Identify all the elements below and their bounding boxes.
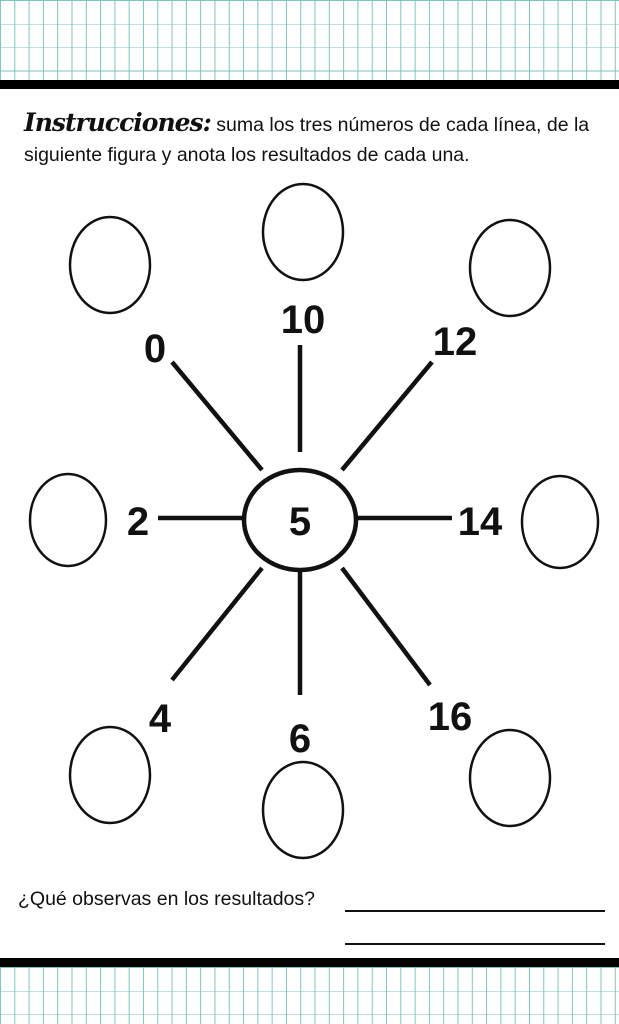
answer-circle-sw[interactable] [68,725,152,825]
answer-circle-w[interactable] [28,472,108,568]
answer-circle-nw[interactable] [68,215,152,315]
answer-circle-n[interactable] [261,182,345,282]
top-band [0,80,619,89]
grid-footer [0,967,619,1024]
number-se: 16 [428,695,473,739]
spoke-ne [340,360,434,472]
number-e: 14 [458,500,503,544]
spoke-nw [170,360,264,472]
spoke-se [340,566,432,687]
number-w: 2 [127,500,149,544]
instructions-text: suma los tres números de cada línea, de … [24,114,590,166]
number-s: 6 [289,717,311,761]
answer-circle-e[interactable] [520,474,600,570]
answer-circle-ne[interactable] [468,218,552,318]
number-ne: 12 [433,320,478,364]
answer-line-2[interactable] [345,943,605,945]
spoke-sw [170,566,264,682]
answer-line-1[interactable] [345,910,605,912]
number-sw: 4 [149,697,172,741]
center-number: 5 [289,500,311,544]
answer-circle-se[interactable] [468,728,552,828]
answer-circle-s[interactable] [261,760,345,860]
instructions-lead: Instrucciones: [24,108,212,137]
instructions: Instrucciones: suma los tres números de … [24,108,614,170]
number-n: 10 [281,298,326,342]
question-label: ¿Qué observas en los resultados? [18,888,315,910]
number-nw: 0 [144,327,166,371]
grid-header [0,0,619,80]
bottom-band [0,958,619,967]
center-circle [241,467,359,573]
